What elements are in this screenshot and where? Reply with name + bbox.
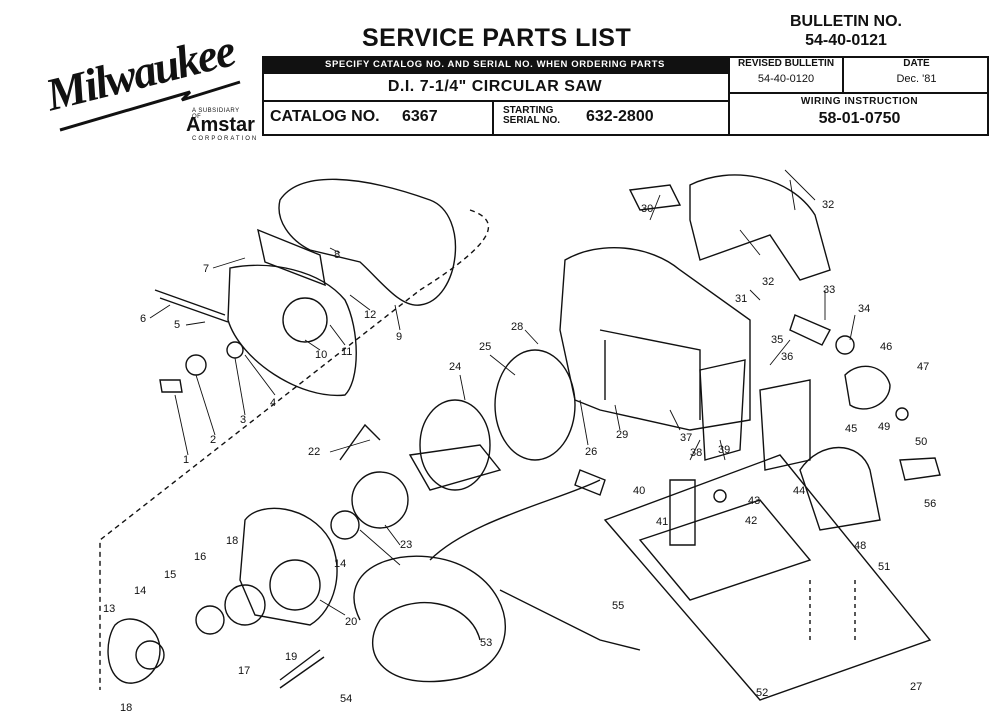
part-callout-number: 39 bbox=[718, 444, 730, 456]
part-callout-number: 11 bbox=[341, 346, 352, 358]
part-callout-number: 55 bbox=[612, 600, 624, 612]
starting-label: STARTING bbox=[503, 105, 554, 116]
part-callout-number: 24 bbox=[449, 361, 461, 373]
divider bbox=[842, 56, 844, 94]
bulletin-number: 54-40-0121 bbox=[805, 32, 887, 49]
date-value: Dec. '81 bbox=[896, 73, 937, 85]
milwaukee-logo: Milwaukee A SUBSIDIARY OF Amstar CORPORA… bbox=[40, 22, 257, 142]
serial-label: SERIAL NO. bbox=[503, 115, 561, 126]
part-callout-number: 14 bbox=[334, 558, 346, 570]
subsidiary-label: A SUBSIDIARY OF bbox=[192, 108, 240, 120]
part-callout-number: 27 bbox=[910, 681, 922, 693]
starting-serial-label: STARTING SERIAL NO. bbox=[503, 106, 560, 126]
amstar-logo: Amstar bbox=[186, 114, 255, 136]
revised-bulletin-label: REVISED BULLETIN bbox=[737, 58, 835, 69]
part-callout-number: 50 bbox=[915, 436, 927, 448]
part-callout-number: 32 bbox=[822, 199, 834, 211]
lightning-bolt-icon bbox=[59, 80, 241, 132]
part-callout-number: 26 bbox=[585, 446, 597, 458]
serial-number: 632-2800 bbox=[586, 108, 654, 125]
part-callout-number: 48 bbox=[854, 540, 866, 552]
part-callout-number: 7 bbox=[203, 263, 209, 275]
part-callout-number: 28 bbox=[511, 321, 523, 333]
part-callout-number: 13 bbox=[103, 603, 115, 615]
part-callout-number: 10 bbox=[315, 349, 327, 361]
part-callout-number: 38 bbox=[690, 447, 702, 459]
part-callout-number: 8 bbox=[334, 249, 340, 261]
part-callout-number: 2 bbox=[210, 434, 216, 446]
part-callout-number: 18 bbox=[226, 535, 238, 547]
part-callout-number: 14 bbox=[134, 585, 146, 597]
wiring-instruction-label: WIRING INSTRUCTION bbox=[800, 96, 919, 107]
part-callout-number: 29 bbox=[616, 429, 628, 441]
part-callout-number: 31 bbox=[735, 293, 747, 305]
part-callout-number: 41 bbox=[656, 516, 668, 528]
part-callout-number: 45 bbox=[845, 423, 857, 435]
part-callout-number: 25 bbox=[479, 341, 491, 353]
part-callout-number: 5 bbox=[174, 319, 180, 331]
part-callout-number: 19 bbox=[285, 651, 297, 663]
date-label: DATE bbox=[903, 58, 930, 69]
part-callout-number: 56 bbox=[924, 498, 936, 510]
part-callout-number: 52 bbox=[756, 687, 768, 699]
part-callout-number: 23 bbox=[400, 539, 412, 551]
part-callout-number: 34 bbox=[858, 303, 870, 315]
part-callout-number: 20 bbox=[345, 616, 357, 628]
part-callout-number: 33 bbox=[823, 284, 835, 296]
part-callout-number: 54 bbox=[340, 693, 352, 705]
part-callout-number: 43 bbox=[748, 495, 760, 507]
part-callout-number: 30 bbox=[641, 203, 653, 215]
part-callout-number: 17 bbox=[238, 665, 250, 677]
part-callout-number: 35 bbox=[771, 334, 783, 346]
part-callout-number: 12 bbox=[364, 309, 376, 321]
wiring-instruction-value: 58-01-0750 bbox=[818, 110, 901, 127]
part-callout-number: 22 bbox=[308, 446, 320, 458]
specify-banner: SPECIFY CATALOG NO. AND SERIAL NO. WHEN … bbox=[262, 56, 728, 74]
part-callout-number: 44 bbox=[793, 485, 805, 497]
page-title: SERVICE PARTS LIST bbox=[362, 24, 632, 52]
part-callout-number: 16 bbox=[194, 551, 206, 563]
part-callout-number: 6 bbox=[140, 313, 146, 325]
divider bbox=[728, 92, 989, 94]
part-callout-number: 46 bbox=[880, 341, 892, 353]
part-callout-number: 18 bbox=[120, 702, 132, 714]
part-callout-number: 37 bbox=[680, 432, 692, 444]
part-callout-number: 36 bbox=[781, 351, 793, 363]
corporation-label: CORPORATION bbox=[192, 136, 259, 142]
part-callout-number: 9 bbox=[396, 331, 402, 343]
part-callout-number: 47 bbox=[917, 361, 929, 373]
catalog-number: 6367 bbox=[402, 108, 438, 125]
catalog-label: CATALOG NO. bbox=[270, 108, 380, 125]
bulletin-block: BULLETIN NO. 54-40-0121 bbox=[790, 12, 902, 50]
model-name: D.I. 7-1/4" CIRCULAR SAW bbox=[262, 74, 728, 102]
bulletin-label: BULLETIN NO. bbox=[790, 13, 902, 30]
part-callout-number: 42 bbox=[745, 515, 757, 527]
part-callout-number: 53 bbox=[480, 637, 492, 649]
revised-bulletin-value: 54-40-0120 bbox=[757, 73, 815, 85]
part-callout-number: 40 bbox=[633, 485, 645, 497]
part-callout-number: 15 bbox=[164, 569, 176, 581]
divider bbox=[728, 56, 730, 136]
part-callout-number: 3 bbox=[240, 414, 246, 426]
part-callout-number: 32 bbox=[762, 276, 774, 288]
part-callout-number: 51 bbox=[878, 561, 890, 573]
divider bbox=[492, 102, 494, 136]
part-callout-number: 1 bbox=[183, 454, 189, 466]
part-callout-number: 49 bbox=[878, 421, 890, 433]
part-callout-number: 4 bbox=[270, 397, 276, 409]
